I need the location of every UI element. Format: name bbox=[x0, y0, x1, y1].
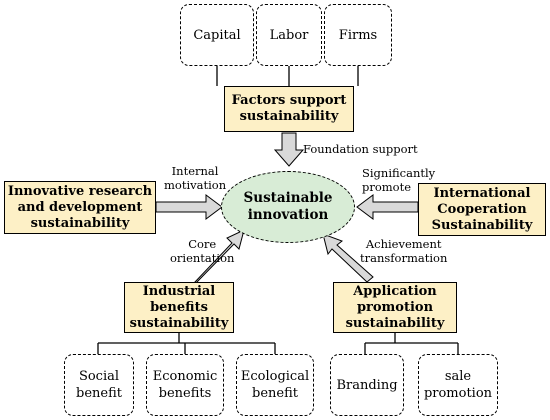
label-core-orientation: Core orientation bbox=[170, 237, 235, 265]
arrow-foundation bbox=[273, 132, 305, 167]
child-ecological-benefit: Ecological benefit bbox=[236, 354, 314, 416]
source-firms-label: Firms bbox=[338, 27, 378, 43]
arrow-internal bbox=[155, 194, 223, 220]
source-firms: Firms bbox=[324, 4, 392, 66]
arrow-achievement bbox=[322, 233, 374, 283]
application-promotion-box: Application promotion sustainability bbox=[333, 282, 457, 333]
child-branding: Branding bbox=[330, 354, 404, 416]
connector-lines bbox=[97, 66, 459, 354]
arrow-promote bbox=[356, 194, 419, 220]
sustainable-innovation-node: Sustainable innovation bbox=[221, 171, 355, 243]
child-social-benefit: Social benefit bbox=[64, 354, 134, 416]
industrial-benefits-box: Industrial benefits sustainability bbox=[124, 282, 234, 333]
source-capital: Capital bbox=[180, 4, 254, 66]
rnd-sustainability-box: Innovative research and development sust… bbox=[4, 181, 156, 234]
international-cooperation-box: International Cooperation Sustainability bbox=[418, 183, 546, 236]
child-economic-benefits: Economic benefits bbox=[146, 354, 224, 416]
block-arrows bbox=[155, 132, 419, 284]
arrow-core bbox=[194, 229, 245, 284]
label-foundation-support: Foundation support bbox=[303, 142, 418, 156]
source-labor: Labor bbox=[256, 4, 322, 66]
label-significantly-promote: Significantly promote bbox=[362, 166, 436, 194]
child-sale-promotion: sale promotion bbox=[418, 354, 498, 416]
source-labor-label: Labor bbox=[269, 27, 309, 43]
factors-support-box: Factors support sustainability bbox=[224, 86, 354, 132]
label-internal-motivation: Internal motivation bbox=[164, 164, 227, 192]
label-achievement-transformation: Achievement transformation bbox=[360, 237, 448, 265]
source-capital-label: Capital bbox=[193, 27, 241, 43]
